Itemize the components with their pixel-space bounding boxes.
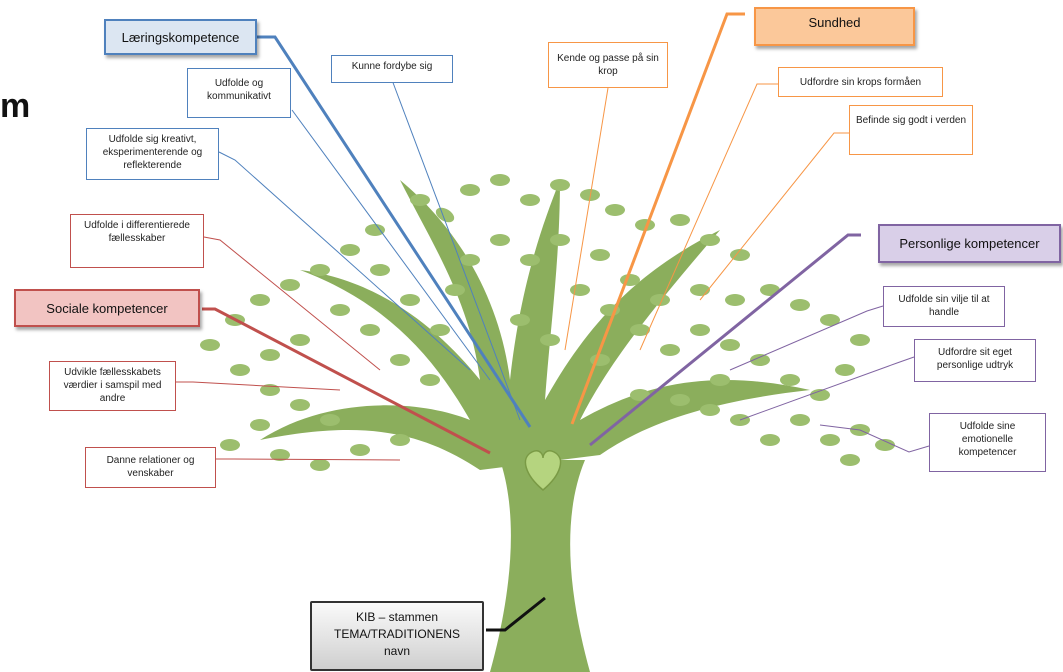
clipped-heading-fragment: m [0, 87, 31, 125]
sociale-connector [202, 307, 491, 455]
udfolde-kommunikativt-connector [291, 109, 491, 381]
category-label: Sociale kompetencer [46, 300, 168, 316]
category-sundhed: Sundhed [754, 7, 915, 46]
category-sociale-kompetencer: Sociale kompetencer [14, 289, 200, 327]
category-label: Læringskompetence [121, 29, 240, 45]
danne-relationer-connector [216, 458, 401, 461]
trunk-connector [486, 596, 546, 632]
kunne-fordybe-connector [391, 79, 521, 421]
competence-udfolde-kommunikativt: Udfolde og kommunikativt [187, 68, 291, 118]
competence-befinde-verden: Befinde sig godt i verden [849, 105, 973, 155]
competence-udfolde-emotionelle: Udfolde sine emotionelle kompetencer [929, 413, 1046, 472]
competence-udfordre-krop: Udfordre sin krops formåen [778, 67, 943, 97]
udfolde-vilje-connector [729, 305, 884, 371]
trunk-line-2: TEMA/TRADITIONENS [333, 627, 460, 641]
udfordre-krop-connector [639, 83, 778, 351]
udvikle-vaerdier-connector [176, 381, 341, 391]
tree-trunk [490, 460, 590, 672]
udfolde-emotionelle-connector [819, 424, 930, 453]
category-personlige-kompetencer: Personlige kompetencer [878, 224, 1061, 263]
trunk-line-3: navn [383, 644, 411, 658]
personlige-connector [589, 233, 861, 447]
befinde-verden-connector [699, 132, 849, 301]
sundhed-connector [570, 12, 745, 425]
competence-udvikle-vaerdier: Udvikle fællesskabets værdier i samspil … [49, 361, 176, 411]
trunk-label-box: KIB – stammen TEMA/TRADITIONENS navn [310, 601, 484, 671]
competence-udfordre-udtryk: Udfordre sit eget personlige udtryk [914, 339, 1036, 382]
udfolde-kreativt-connector [218, 151, 471, 371]
tree-crown-base [260, 180, 810, 470]
kende-krop-connector [564, 87, 609, 351]
competence-kunne-fordybe: Kunne fordybe sig [331, 55, 453, 83]
competence-kende-krop: Kende og passe på sin krop [548, 42, 668, 88]
competence-udfolde-differentierede: Udfolde i differentierede fællesskaber [70, 214, 204, 268]
laering-connector [257, 35, 532, 428]
udfordre-udtryk-connector [739, 356, 915, 421]
competence-danne-relationer: Danne relationer og venskaber [85, 447, 216, 488]
competence-udfolde-kreativt: Udfolde sig kreativt, eksperimenterende … [86, 128, 219, 180]
heart-icon [524, 450, 562, 491]
trunk-line-1: KIB – stammen [355, 610, 439, 624]
category-laeringskompetence: Læringskompetence [104, 19, 257, 55]
category-label: Sundhed [808, 15, 861, 30]
udfolde-differentierede-connector [203, 236, 381, 371]
competence-udfolde-vilje: Udfolde sin vilje til at handle [883, 286, 1005, 327]
category-label: Personlige kompetencer [899, 236, 1040, 251]
